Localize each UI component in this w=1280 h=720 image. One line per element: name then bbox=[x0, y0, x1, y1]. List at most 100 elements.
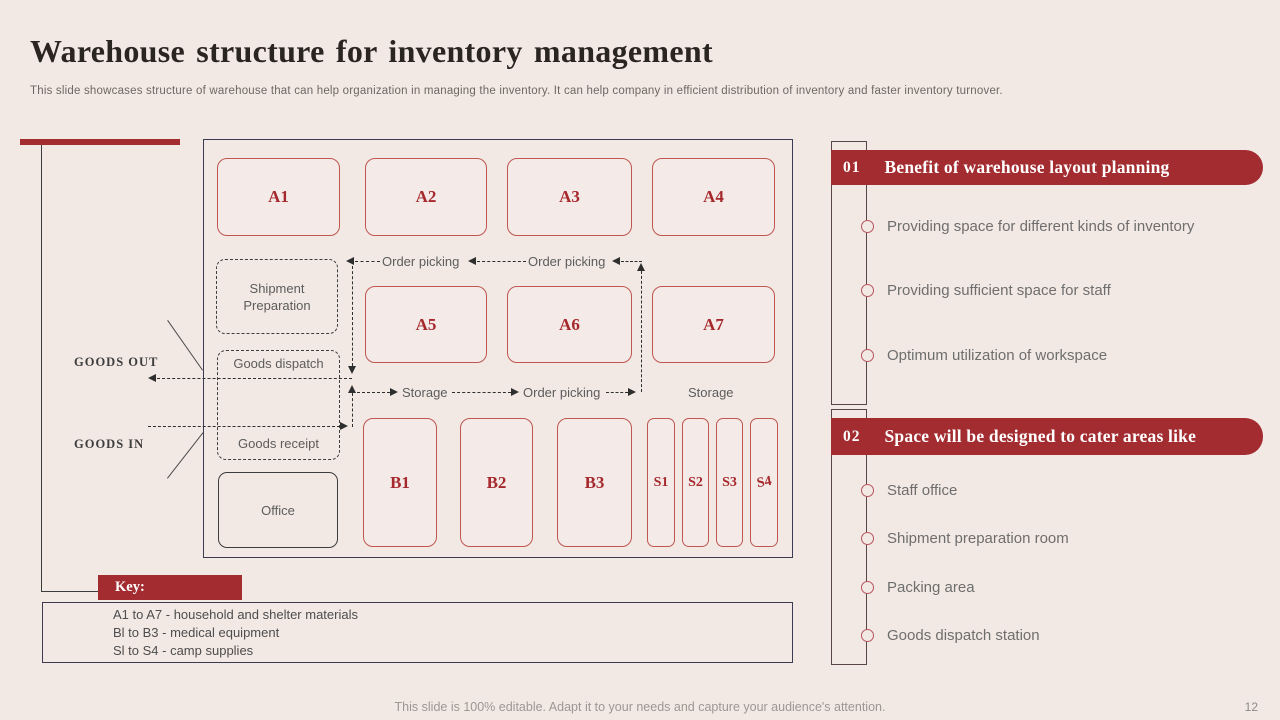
order-picking-label: Order picking bbox=[528, 254, 606, 269]
zone-a6-label: A6 bbox=[559, 314, 580, 334]
zone-a3-label: A3 bbox=[559, 187, 580, 206]
list-item-label: Providing sufficient space for staff bbox=[887, 281, 1111, 299]
zone-b2-label: B2 bbox=[486, 472, 507, 492]
room-goods-receipt-label: Goods receipt bbox=[238, 436, 319, 451]
arrow-up-icon bbox=[637, 263, 645, 271]
order-picking-label: Order picking bbox=[523, 385, 601, 400]
arrow-right-icon bbox=[340, 422, 348, 430]
list-item-label: Staff office bbox=[887, 481, 958, 499]
arrow-right-icon bbox=[628, 388, 636, 396]
zone-a7: A7 bbox=[652, 286, 775, 363]
page-number: 12 bbox=[1244, 700, 1258, 714]
dashed-line bbox=[355, 261, 380, 262]
arrow-right-icon bbox=[390, 388, 398, 396]
key-box bbox=[42, 602, 793, 663]
arrow-left-icon bbox=[612, 257, 620, 265]
dashed-line bbox=[477, 261, 526, 262]
dashed-line-vertical bbox=[641, 271, 642, 392]
storage-label: Storage bbox=[688, 385, 734, 400]
zone-a5-label: A5 bbox=[415, 314, 437, 334]
zone-b2: B2 bbox=[460, 418, 533, 547]
zone-a3: A3 bbox=[507, 158, 632, 236]
section-2-header: 02 Space will be designed to cater areas… bbox=[831, 418, 1263, 455]
zone-a1: A1 bbox=[217, 158, 340, 236]
section-1-title: Benefit of warehouse layout planning bbox=[884, 157, 1170, 177]
room-office-label: Office bbox=[261, 502, 295, 518]
arrow-left-icon bbox=[148, 374, 156, 382]
zone-s2-label: S2 bbox=[688, 474, 703, 490]
arrow-down-icon bbox=[348, 366, 356, 374]
goods-in-dashed-line bbox=[148, 426, 340, 427]
section-1-header: 01 Benefit of warehouse layout planning bbox=[831, 150, 1263, 185]
arrow-right-icon bbox=[511, 388, 519, 396]
bullet-circle-icon bbox=[861, 580, 874, 594]
dashed-line bbox=[452, 392, 511, 393]
zone-s3-label: S3 bbox=[722, 474, 737, 490]
zone-s3: S3 bbox=[716, 418, 743, 547]
key-line-s: Sl to S4 - camp supplies bbox=[113, 643, 254, 658]
zone-s1-label: S1 bbox=[653, 474, 669, 490]
key-line-b: Bl to B3 - medical equipment bbox=[113, 625, 280, 640]
dashed-line bbox=[357, 392, 390, 393]
zone-s4: S4 bbox=[750, 418, 778, 547]
zone-a2-label: A2 bbox=[415, 187, 437, 206]
zone-b3-label: B3 bbox=[584, 472, 605, 492]
section-1-number: 01 bbox=[843, 158, 861, 176]
storage-label: Storage bbox=[402, 385, 448, 400]
bullet-circle-icon bbox=[861, 348, 874, 362]
list-item-label: Packing area bbox=[887, 578, 975, 596]
arrow-left-icon bbox=[346, 257, 354, 265]
page-title: Warehouse structure for inventory manage… bbox=[30, 33, 713, 69]
zone-a4-label: A4 bbox=[703, 187, 724, 206]
goods-in-label: GOODS IN bbox=[74, 437, 145, 451]
room-office: Office bbox=[218, 472, 338, 548]
title-accent-bar bbox=[20, 139, 180, 145]
zone-a6: A6 bbox=[507, 286, 632, 363]
dashed-line-vertical bbox=[352, 393, 353, 427]
list-item: Shipment preparation room bbox=[861, 529, 1069, 547]
dashed-line bbox=[621, 261, 642, 262]
bullet-circle-icon bbox=[861, 283, 874, 297]
goods-out-label: GOODS OUT bbox=[74, 355, 159, 369]
room-goods-dispatch-label: Goods dispatch bbox=[233, 356, 324, 371]
zone-a5: A5 bbox=[365, 286, 487, 363]
goods-out-dashed-line bbox=[157, 378, 352, 379]
arrow-up-icon bbox=[348, 385, 356, 393]
key-connector-line bbox=[41, 591, 98, 592]
room-shipment-preparation-label: Shipment Preparation bbox=[243, 280, 311, 313]
order-picking-label: Order picking bbox=[382, 254, 460, 269]
goods-in-pointer-line bbox=[167, 432, 204, 479]
key-title: Key: bbox=[115, 579, 145, 595]
list-item-label: Providing space for different kinds of i… bbox=[887, 217, 1195, 235]
list-item-label: Goods dispatch station bbox=[887, 626, 1040, 644]
list-item: Optimum utilization of workspace bbox=[861, 346, 1107, 364]
zone-b1-label: B1 bbox=[390, 472, 410, 492]
bullet-circle-icon bbox=[861, 483, 874, 497]
zone-s2: S2 bbox=[682, 418, 709, 547]
goods-out-pointer-line bbox=[167, 320, 203, 371]
arrow-left-icon bbox=[468, 257, 476, 265]
list-item: Goods dispatch station bbox=[861, 626, 1040, 644]
room-shipment-preparation: Shipment Preparation bbox=[216, 259, 338, 334]
warehouse-outline bbox=[203, 139, 793, 558]
left-decoration-line bbox=[41, 145, 42, 592]
section-2-title: Space will be designed to cater areas li… bbox=[884, 426, 1197, 446]
zone-s4-label: S4 bbox=[755, 473, 773, 491]
bullet-circle-icon bbox=[861, 531, 874, 545]
list-item-label: Optimum utilization of workspace bbox=[887, 346, 1108, 364]
key-legend: A1 to A7 - household and shelter materia… bbox=[113, 606, 358, 660]
list-item: Providing space for different kinds of i… bbox=[861, 217, 1194, 235]
key-badge: Key: bbox=[98, 575, 242, 600]
dashed-line bbox=[606, 392, 628, 393]
section-1-rail bbox=[831, 141, 867, 405]
section-2-number: 02 bbox=[843, 427, 861, 445]
zone-a1-label: A1 bbox=[268, 187, 289, 206]
list-item: Providing sufficient space for staff bbox=[861, 281, 1111, 299]
list-item-label: Shipment preparation room bbox=[887, 529, 1069, 547]
zone-a4: A4 bbox=[652, 158, 775, 236]
bullet-circle-icon bbox=[861, 219, 874, 233]
zone-s1: S1 bbox=[647, 418, 675, 547]
dashed-line-vertical bbox=[352, 266, 353, 366]
key-line-a: A1 to A7 - household and shelter materia… bbox=[113, 607, 358, 622]
